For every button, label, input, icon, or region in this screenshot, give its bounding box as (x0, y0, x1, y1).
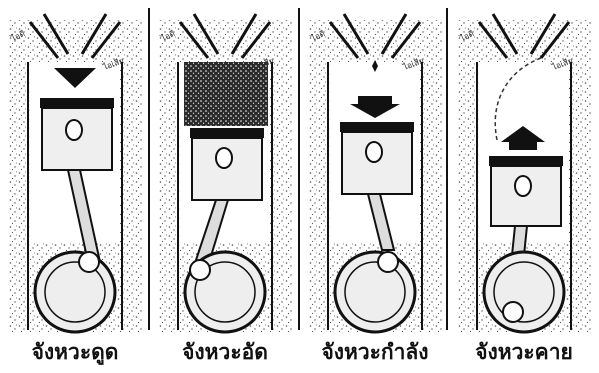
piston-top (190, 128, 264, 138)
crank-pin (378, 252, 398, 272)
wrist-pin (515, 176, 531, 196)
panel-compression: ไอดี ไอเสีย (158, 14, 292, 332)
piston-top (340, 122, 414, 132)
crank-pin (503, 302, 523, 322)
crank-pin (79, 252, 99, 272)
panel-exhaust: ไอดี ไอเสีย (457, 14, 591, 332)
piston-top (40, 98, 114, 108)
wrist-pin (66, 120, 82, 140)
crank-pin (190, 260, 210, 280)
panel-power: ไอดี ไอเสีย (308, 14, 442, 332)
wrist-pin (216, 148, 232, 168)
piston (342, 132, 412, 194)
piston (192, 138, 262, 200)
crankshaft (35, 252, 115, 332)
wrist-pin (366, 142, 382, 162)
compressed-charge (184, 62, 268, 126)
caption-compression: จังหวะอัด (150, 338, 300, 366)
piston-top (489, 156, 563, 166)
caption-power: จังหวะกำลัง (300, 338, 450, 366)
panel-intake: ไอดี ไอเสีย (8, 14, 142, 332)
caption-intake: จังหวะดูด (0, 338, 150, 366)
crankshaft (335, 252, 415, 332)
crankshaft (484, 252, 564, 332)
caption-exhaust: จังหวะคาย (449, 338, 599, 366)
